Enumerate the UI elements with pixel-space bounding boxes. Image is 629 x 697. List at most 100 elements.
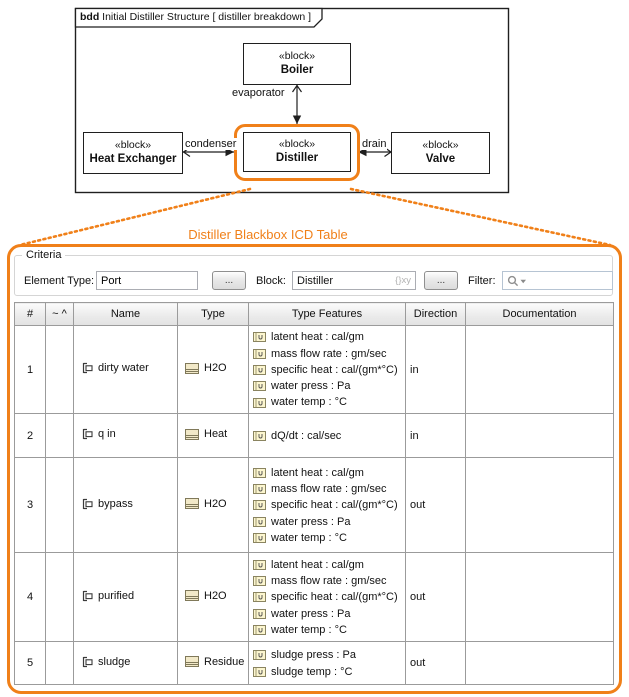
port-name-cell[interactable]: dirty water xyxy=(73,325,178,414)
column-header-direction[interactable]: Direction xyxy=(405,302,466,326)
documentation-cell[interactable] xyxy=(465,413,614,458)
value-property-icon xyxy=(253,650,266,661)
value-property-icon xyxy=(253,332,266,343)
port-type-cell[interactable]: H2O xyxy=(177,457,249,553)
block-input[interactable]: Distiller {}xy xyxy=(292,271,416,290)
value-property-icon xyxy=(253,397,266,408)
value-property-icon xyxy=(253,430,266,441)
port-icon xyxy=(82,590,93,601)
port-icon xyxy=(82,428,93,440)
port-type-label: H2O xyxy=(204,362,227,375)
port-type-label: Heat xyxy=(204,428,228,441)
type-feature-label: sludge temp : °C xyxy=(271,665,353,678)
value-property-icon xyxy=(253,559,266,570)
type-feature-label: water temp : °C xyxy=(271,623,347,636)
filter-input[interactable] xyxy=(502,271,613,290)
block-name: Valve xyxy=(425,153,456,166)
row-number-cell: 3 xyxy=(14,457,46,553)
direction-cell: out xyxy=(405,457,466,553)
type-feature-item: mass flow rate : gm/sec xyxy=(253,481,403,497)
block-stereotype: «block» xyxy=(422,139,459,152)
type-feature-label: specific heat : cal/(gm*°C) xyxy=(271,363,398,376)
block-icon xyxy=(185,590,199,602)
port-name-cell[interactable]: q in xyxy=(73,413,178,458)
port-type-cell[interactable]: H2O xyxy=(177,552,249,642)
type-feature-item: mass flow rate : gm/sec xyxy=(253,346,403,362)
type-feature-item: mass flow rate : gm/sec xyxy=(253,573,403,589)
port-icon xyxy=(82,656,93,667)
type-feature-item: water press : Pa xyxy=(253,606,403,622)
port-type-cell[interactable]: Heat xyxy=(177,413,249,458)
type-feature-label: water press : Pa xyxy=(271,607,351,620)
type-feature-item: latent heat : cal/gm xyxy=(253,329,403,345)
port-name-cell[interactable]: purified xyxy=(73,552,178,642)
value-property-icon xyxy=(253,381,266,392)
type-feature-item: specific heat : cal/(gm*°C) xyxy=(253,589,403,605)
port-name-label: purified xyxy=(98,589,135,602)
port-type-cell[interactable]: Residue xyxy=(177,641,249,685)
type-feature-item: water temp : °C xyxy=(253,530,403,546)
value-property-icon xyxy=(253,666,266,677)
block-distiller[interactable]: «block» Distiller xyxy=(243,132,351,172)
type-feature-label: mass flow rate : gm/sec xyxy=(271,483,387,496)
row-number-cell: 2 xyxy=(14,413,46,458)
port-type-cell[interactable]: H2O xyxy=(177,325,249,414)
callout-dotted-line-right xyxy=(349,187,612,247)
type-feature-label: dQ/dt : cal/sec xyxy=(271,429,342,442)
type-feature-item: latent heat : cal/gm xyxy=(253,465,403,481)
search-icon[interactable] xyxy=(507,275,529,287)
criteria-group-label: Criteria xyxy=(22,249,66,261)
column-header-documentation[interactable]: Documentation xyxy=(465,302,614,326)
value-property-icon xyxy=(253,364,266,375)
diagram-tab[interactable]: bdd Initial Distiller Structure [ distil… xyxy=(80,11,311,23)
block-icon xyxy=(185,362,199,374)
port-name-cell[interactable]: bypass xyxy=(73,457,178,553)
row-sort-cell xyxy=(45,641,74,685)
column-header-type-features[interactable]: Type Features xyxy=(248,302,406,326)
block-name: Distiller xyxy=(275,152,319,165)
row-sort-cell xyxy=(45,552,74,642)
element-type-input[interactable] xyxy=(96,271,198,290)
block-heat-exchanger[interactable]: «block» Heat Exchanger xyxy=(83,132,183,174)
block-boiler[interactable]: «block» Boiler xyxy=(243,43,351,85)
column-header-type[interactable]: Type xyxy=(177,302,249,326)
row-number-cell: 4 xyxy=(14,552,46,642)
block-valve[interactable]: «block» Valve xyxy=(391,132,490,174)
column-header-sort[interactable]: ~ ^ xyxy=(45,302,74,326)
block-browse-button[interactable]: ... xyxy=(424,271,458,290)
type-feature-item: specific heat : cal/(gm*°C) xyxy=(253,497,403,513)
type-feature-label: mass flow rate : gm/sec xyxy=(271,575,387,588)
type-feature-label: sludge press : Pa xyxy=(271,649,356,662)
element-type-browse-button[interactable]: ... xyxy=(212,271,246,290)
column-header-name[interactable]: Name xyxy=(73,302,178,326)
direction-cell: out xyxy=(405,641,466,685)
table-header-row: # ~ ^ Name Type Type Features Direction … xyxy=(14,302,614,326)
column-header-number[interactable]: # xyxy=(14,302,46,326)
port-name-label: sludge xyxy=(98,655,131,668)
type-feature-item: water temp : °C xyxy=(253,622,403,638)
connector-label-condenser: condenser xyxy=(184,138,238,150)
connector-label-evaporator: evaporator xyxy=(231,87,286,99)
documentation-cell[interactable] xyxy=(465,552,614,642)
filter-label: Filter: xyxy=(468,275,496,287)
type-feature-label: water temp : °C xyxy=(271,531,347,544)
filled-arrow-down-icon xyxy=(292,115,302,124)
chevron-down-icon xyxy=(520,279,526,284)
documentation-cell[interactable] xyxy=(465,457,614,553)
value-property-icon xyxy=(253,592,266,603)
type-feature-item: water press : Pa xyxy=(253,378,403,394)
block-name: Heat Exchanger xyxy=(89,153,177,166)
documentation-cell[interactable] xyxy=(465,325,614,414)
type-features-cell: latent heat : cal/gm mass flow rate : gm/… xyxy=(248,325,406,414)
diagram-name-label: Initial Distiller Structure xyxy=(102,11,210,23)
type-feature-label: mass flow rate : gm/sec xyxy=(271,347,387,360)
port-name-cell[interactable]: sludge xyxy=(73,641,178,685)
block-input-value: Distiller xyxy=(297,274,334,287)
documentation-cell[interactable] xyxy=(465,641,614,685)
row-sort-cell xyxy=(45,325,74,414)
